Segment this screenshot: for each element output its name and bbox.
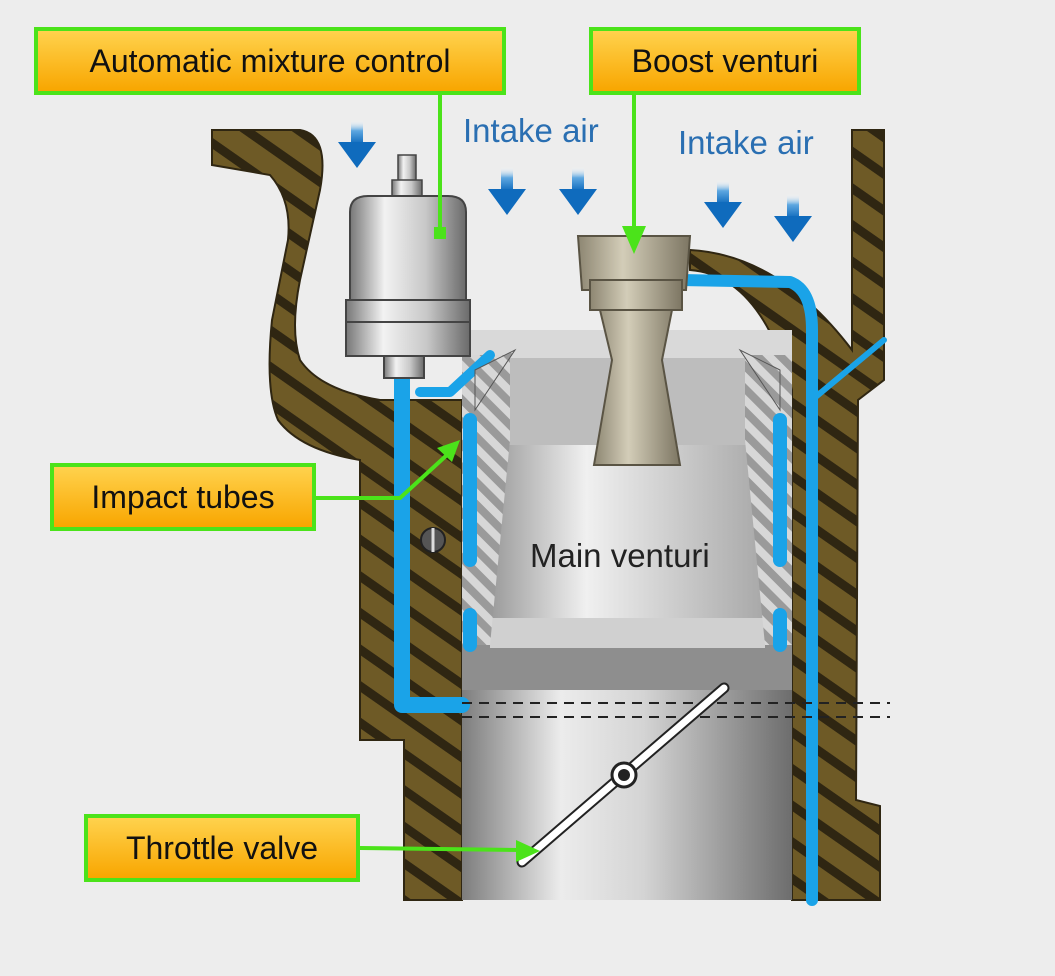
label-boost-venturi: Boost venturi: [589, 27, 861, 95]
down-arrow-icon: [774, 194, 812, 242]
throttle-bore: [462, 688, 792, 900]
label-main-venturi: Main venturi: [530, 537, 710, 574]
main-venturi-body: [490, 440, 765, 645]
down-arrow-icon: [338, 120, 376, 168]
fuel-passages: [394, 274, 887, 906]
down-arrow-icon: [488, 167, 526, 215]
down-arrow-icon: [704, 180, 742, 228]
leader-lines: [316, 95, 646, 862]
label-intake-air-left: Intake air: [463, 112, 599, 149]
boost-venturi-part: [576, 235, 692, 466]
adjustment-screw: [420, 527, 446, 553]
mixture-control-unit: [345, 154, 471, 379]
label-intake-air-right: Intake air: [678, 124, 814, 161]
down-arrow-icon: [559, 167, 597, 215]
label-automatic-mixture-control: Automatic mixture control: [34, 27, 506, 95]
label-throttle-valve: Throttle valve: [84, 814, 360, 882]
throttle-valve-plate: [516, 682, 730, 868]
label-impact-tubes: Impact tubes: [50, 463, 316, 531]
